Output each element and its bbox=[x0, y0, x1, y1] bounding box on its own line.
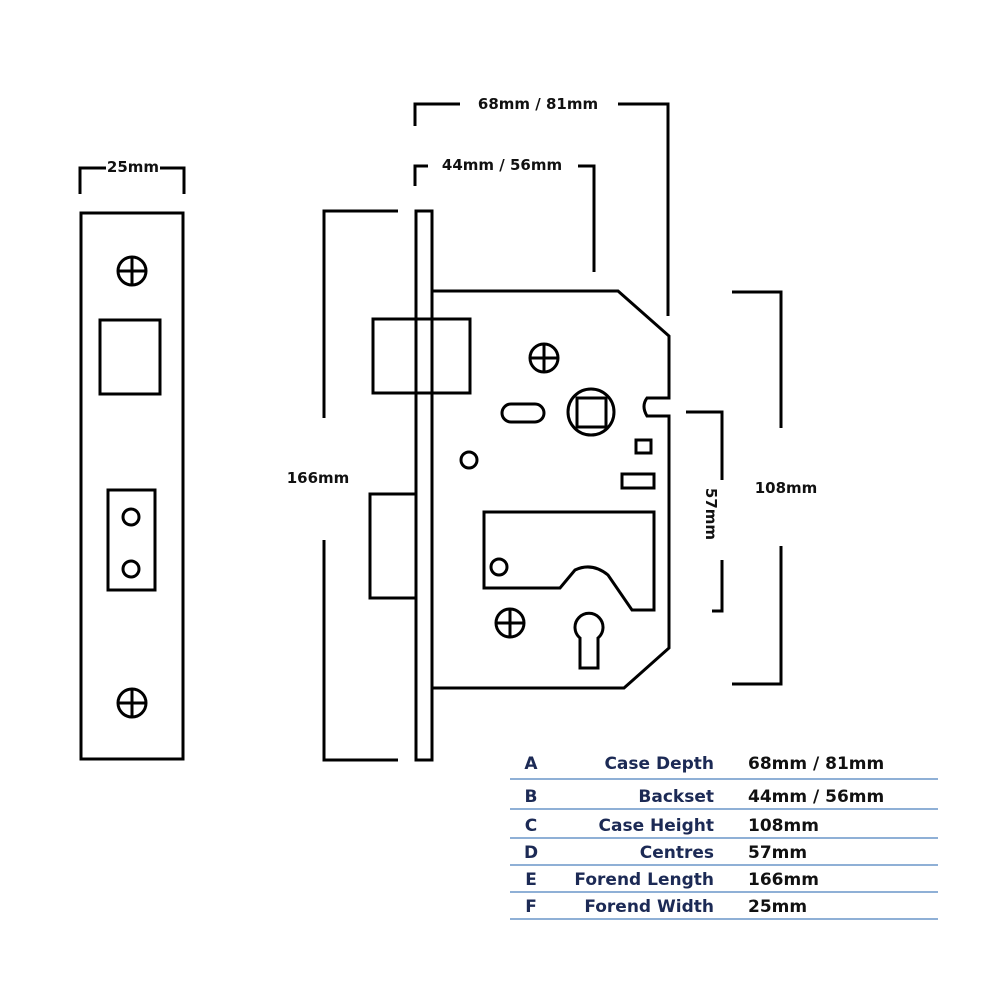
spec-key: D bbox=[524, 843, 538, 863]
case-depth-dimension: 68mm / 81mm bbox=[413, 95, 670, 316]
spec-key: F bbox=[525, 897, 537, 917]
keyhole bbox=[573, 611, 605, 670]
spec-key: A bbox=[524, 754, 538, 774]
spec-key: E bbox=[525, 870, 537, 890]
case-depth-label: 68mm / 81mm bbox=[478, 95, 598, 113]
case-screw-lower-icon bbox=[494, 607, 526, 639]
bottom-screw-icon bbox=[116, 687, 148, 719]
indicator-slot-long bbox=[620, 472, 656, 490]
rivet-hole bbox=[459, 450, 479, 470]
case-screw-upper-icon bbox=[528, 342, 560, 374]
spec-label: Forend Width bbox=[584, 897, 714, 917]
slot-hole bbox=[500, 402, 546, 424]
spec-table-row: B Backset 44mm / 56mm bbox=[510, 787, 938, 810]
indicator-slot-small bbox=[634, 438, 653, 455]
case-height-label: 108mm bbox=[755, 479, 818, 497]
lock-case bbox=[432, 289, 671, 690]
lever-mechanism bbox=[482, 510, 656, 612]
spec-table-row: E Forend Length 166mm bbox=[510, 870, 938, 893]
forend-plate-view: 25mm bbox=[78, 158, 186, 761]
fixing-hole-lower bbox=[121, 559, 141, 579]
lock-body-view: 68mm / 81mm 44mm / 56mm 166mm bbox=[287, 95, 818, 762]
forend-length-dimension: 166mm bbox=[287, 209, 398, 762]
latch-bolt bbox=[371, 317, 472, 395]
spindle-follower bbox=[566, 387, 616, 437]
case-height-dimension: 108mm bbox=[732, 290, 818, 686]
top-screw-icon bbox=[116, 255, 148, 287]
spec-key: B bbox=[525, 787, 538, 807]
spec-value: 68mm / 81mm bbox=[748, 754, 884, 774]
fixing-hole-upper bbox=[121, 507, 141, 527]
spec-table-row: F Forend Width 25mm bbox=[510, 897, 938, 920]
forend-length-label: 166mm bbox=[287, 469, 350, 487]
spec-value: 166mm bbox=[748, 870, 819, 890]
lever-pivot bbox=[489, 557, 509, 577]
spec-table-row: C Case Height 108mm bbox=[510, 816, 938, 839]
spec-label: Case Depth bbox=[604, 754, 714, 774]
latch-aperture bbox=[98, 318, 162, 396]
forend-plate bbox=[79, 211, 185, 761]
spec-label: Forend Length bbox=[574, 870, 714, 890]
spec-label: Backset bbox=[638, 787, 714, 807]
spec-label: Centres bbox=[640, 843, 714, 863]
forend-edge bbox=[414, 209, 434, 762]
bolt-aperture bbox=[106, 488, 157, 592]
centres-dimension: 57mm bbox=[686, 410, 724, 613]
spec-key: C bbox=[525, 816, 537, 836]
spec-label: Case Height bbox=[599, 816, 715, 836]
spec-value: 44mm / 56mm bbox=[748, 787, 884, 807]
dead-bolt bbox=[368, 492, 418, 600]
centres-label: 57mm bbox=[702, 488, 720, 540]
forend-width-dimension: 25mm bbox=[78, 158, 186, 194]
backset-dimension: 44mm / 56mm bbox=[413, 156, 596, 272]
spec-value: 25mm bbox=[748, 897, 807, 917]
spec-table-row: A Case Depth 68mm / 81mm bbox=[510, 754, 938, 780]
spec-value: 57mm bbox=[748, 843, 807, 863]
spec-value: 108mm bbox=[748, 816, 819, 836]
spec-table-row: D Centres 57mm bbox=[510, 843, 938, 866]
forend-width-label: 25mm bbox=[107, 158, 159, 176]
backset-label: 44mm / 56mm bbox=[442, 156, 562, 174]
